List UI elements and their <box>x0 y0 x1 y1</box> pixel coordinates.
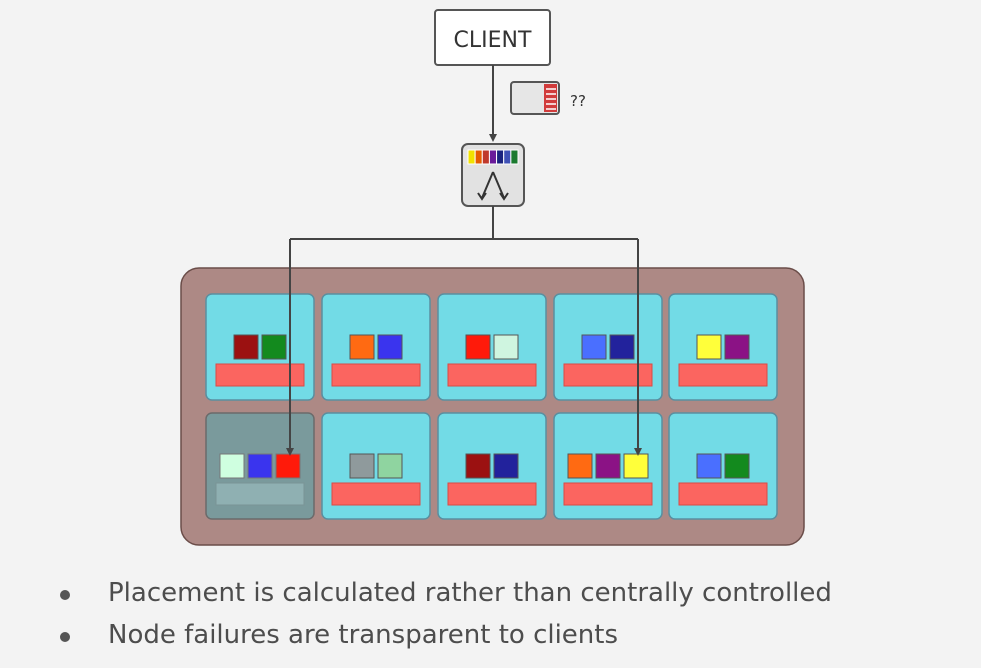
placement-group-replica <box>377 453 403 479</box>
placement-group-replica <box>623 453 649 479</box>
placement-group-swatch <box>503 149 512 165</box>
placement-group-replica <box>349 453 375 479</box>
node-disk <box>678 482 768 506</box>
node-disk <box>215 363 305 387</box>
storage-node <box>668 412 778 520</box>
placement-group-replica <box>696 453 722 479</box>
fork-icon <box>481 171 505 199</box>
placement-group-replica <box>377 334 403 360</box>
unknown-placement-label: ?? <box>570 92 586 110</box>
node-disk <box>563 363 653 387</box>
placement-group-swatch <box>467 149 476 165</box>
storage-node <box>321 293 431 401</box>
storage-node <box>437 293 547 401</box>
placement-group-replica <box>349 334 375 360</box>
bullet-text: Placement is calculated rather than cent… <box>108 578 832 608</box>
placement-group-replica <box>261 334 287 360</box>
placement-group-replica <box>567 453 593 479</box>
placement-group-replica <box>581 334 607 360</box>
bullet-list: Placement is calculated rather than cent… <box>58 572 832 656</box>
placement-group-swatch <box>510 149 519 165</box>
bullet-text: Node failures are transparent to clients <box>108 620 619 650</box>
node-disk <box>331 482 421 506</box>
bullet-dot <box>60 632 70 642</box>
node-disk <box>215 482 305 506</box>
placement-group-replica <box>465 334 491 360</box>
placement-group-replica <box>609 334 635 360</box>
placement-group-replica <box>233 334 259 360</box>
node-disk <box>331 363 421 387</box>
bullet-item: Placement is calculated rather than cent… <box>58 572 832 614</box>
object-icon <box>510 81 560 115</box>
storage-node <box>553 293 663 401</box>
client-label: CLIENT <box>454 28 532 53</box>
node-disk <box>447 482 537 506</box>
placement-group-replica <box>465 453 491 479</box>
node-disk <box>563 482 653 506</box>
crush-calculator <box>461 143 525 207</box>
placement-group-swatch <box>481 149 490 165</box>
placement-group-replica <box>493 453 519 479</box>
placement-group-replica <box>275 453 301 479</box>
placement-group-replica <box>493 334 519 360</box>
storage-node <box>668 293 778 401</box>
bullet-item: Node failures are transparent to clients <box>58 614 832 656</box>
placement-group-swatch <box>496 149 505 165</box>
placement-group-replica <box>595 453 621 479</box>
storage-node <box>437 412 547 520</box>
storage-node-failed <box>205 412 315 520</box>
placement-group-strip <box>467 149 519 165</box>
storage-node <box>553 412 663 520</box>
node-disk <box>447 363 537 387</box>
storage-node <box>205 293 315 401</box>
placement-group-replica <box>724 334 750 360</box>
placement-group-swatch <box>474 149 483 165</box>
client-box: CLIENT <box>434 9 551 66</box>
node-disk <box>678 363 768 387</box>
placement-group-replica <box>696 334 722 360</box>
bullet-dot <box>60 590 70 600</box>
placement-group-swatch <box>488 149 498 165</box>
storage-node <box>321 412 431 520</box>
placement-group-replica <box>219 453 245 479</box>
placement-group-replica <box>724 453 750 479</box>
placement-group-replica <box>247 453 273 479</box>
